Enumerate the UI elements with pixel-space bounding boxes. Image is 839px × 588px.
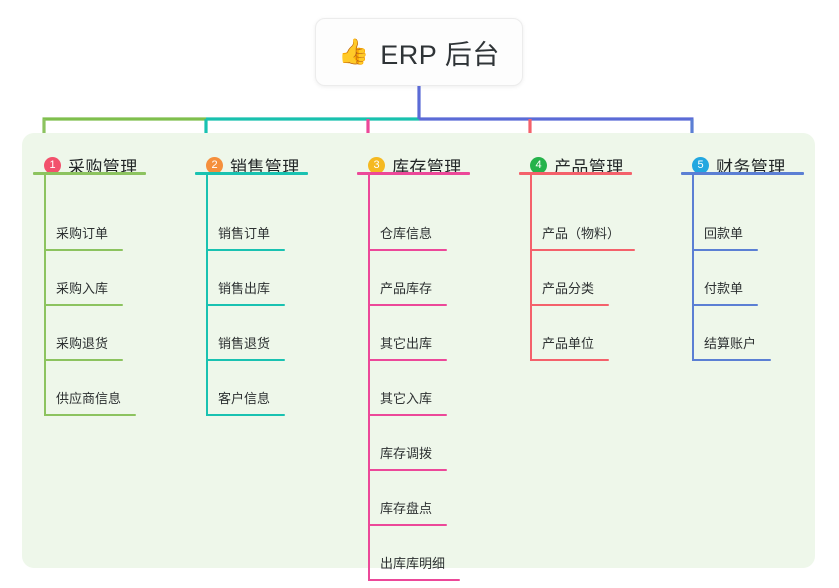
- number-badge-4: 4: [530, 156, 547, 174]
- leaf-item-label: 销售退货: [218, 336, 271, 351]
- leaf-item-label: 付款单: [704, 281, 744, 296]
- leaf-item[interactable]: 产品库存: [368, 251, 447, 306]
- leaf-item-underline: [692, 304, 758, 306]
- leaf-item[interactable]: 采购退货: [44, 306, 123, 361]
- column-title-3: 库存管理: [392, 157, 462, 177]
- leaf-item-underline: [368, 249, 447, 251]
- leaf-item-underline: [206, 304, 285, 306]
- leaf-item-underline: [44, 249, 123, 251]
- leaf-item[interactable]: 产品（物料）: [530, 196, 635, 251]
- leaf-item-underline: [692, 249, 758, 251]
- column-header-1[interactable]: 1 采购管理: [33, 150, 138, 180]
- leaf-item[interactable]: 库存调拨: [368, 416, 447, 471]
- leaf-item-label: 采购订单: [56, 226, 109, 241]
- leaf-item-underline: [368, 579, 460, 581]
- leaf-item-label: 结算账户: [704, 336, 757, 351]
- leaf-item-label: 产品库存: [380, 281, 433, 296]
- column-spine-5: [692, 172, 694, 361]
- column-3: 3 库存管理仓库信息产品库存其它出库其它入库库存调拨库存盘点出库库明细: [357, 133, 470, 581]
- leaf-item[interactable]: 采购入库: [44, 251, 123, 306]
- leaf-item-underline: [530, 304, 609, 306]
- leaf-item-underline: [44, 359, 123, 361]
- root-node-label: ERP 后台: [380, 39, 500, 70]
- column-title-5: 财务管理: [716, 157, 786, 177]
- column-underline-1: [33, 172, 146, 175]
- leaf-item[interactable]: 客户信息: [206, 361, 285, 416]
- leaf-item-label: 回款单: [704, 226, 744, 241]
- leaf-item-label: 库存调拨: [380, 446, 433, 461]
- leaf-item-label: 采购入库: [56, 281, 109, 296]
- leaf-item[interactable]: 产品单位: [530, 306, 609, 361]
- leaf-item-underline: [44, 414, 136, 416]
- column-header-3[interactable]: 3 库存管理: [357, 150, 462, 180]
- leaf-item-label: 其它出库: [380, 336, 433, 351]
- column-4: 4 产品管理产品（物料） 产品分类产品单位: [519, 133, 635, 361]
- leaf-item-label: 产品（物料）: [542, 226, 621, 241]
- leaf-item-underline: [368, 304, 447, 306]
- leaf-item[interactable]: 回款单: [692, 196, 758, 251]
- leaf-item-label: 销售出库: [218, 281, 271, 296]
- leaf-item[interactable]: 销售退货: [206, 306, 285, 361]
- leaf-item[interactable]: 付款单: [692, 251, 758, 306]
- column-5: 5 财务管理回款单付款单结算账户: [681, 133, 804, 361]
- leaf-item-label: 出库库明细: [380, 556, 446, 571]
- column-underline-5: [681, 172, 804, 175]
- thumbs-up-icon: 👍: [338, 37, 370, 66]
- leaf-item[interactable]: 其它入库: [368, 361, 447, 416]
- leaf-item[interactable]: 采购订单: [44, 196, 123, 251]
- column-2: 2 销售管理销售订单销售出库销售退货客户信息: [195, 133, 308, 416]
- leaf-item-label: 采购退货: [56, 336, 109, 351]
- number-badge-1: 1: [44, 156, 61, 174]
- column-underline-3: [357, 172, 470, 175]
- leaf-item-underline: [530, 359, 609, 361]
- column-header-4[interactable]: 4 产品管理: [519, 150, 624, 180]
- column-title-2: 销售管理: [230, 157, 300, 177]
- leaf-item[interactable]: 销售订单: [206, 196, 285, 251]
- leaf-item-label: 客户信息: [218, 391, 271, 406]
- root-node-content: 👍 ERP 后台: [338, 33, 500, 72]
- leaf-item[interactable]: 库存盘点: [368, 471, 447, 526]
- leaf-item-underline: [44, 304, 123, 306]
- leaf-item[interactable]: 产品分类: [530, 251, 609, 306]
- leaf-item[interactable]: 结算账户: [692, 306, 771, 361]
- leaf-item-label: 供应商信息: [56, 391, 122, 406]
- leaf-item-underline: [692, 359, 771, 361]
- column-title-1: 采购管理: [68, 157, 138, 177]
- column-underline-2: [195, 172, 308, 175]
- column-title-4: 产品管理: [554, 157, 624, 177]
- leaf-item-label: 产品单位: [542, 336, 595, 351]
- leaf-item-label: 其它入库: [380, 391, 433, 406]
- leaf-item[interactable]: 供应商信息: [44, 361, 136, 416]
- leaf-item-underline: [368, 469, 447, 471]
- leaf-item-label: 仓库信息: [380, 226, 433, 241]
- leaf-item[interactable]: 仓库信息: [368, 196, 447, 251]
- column-spine-1: [44, 172, 46, 416]
- leaf-item-underline: [206, 249, 285, 251]
- column-underline-4: [519, 172, 632, 175]
- leaf-item-underline: [206, 414, 285, 416]
- number-badge-5: 5: [692, 156, 709, 174]
- leaf-item[interactable]: 其它出库: [368, 306, 447, 361]
- leaf-item-underline: [206, 359, 285, 361]
- root-node[interactable]: 👍 ERP 后台: [315, 18, 523, 86]
- leaf-item-label: 库存盘点: [380, 501, 433, 516]
- diagram-panel: [22, 133, 815, 568]
- leaf-item[interactable]: 出库库明细: [368, 526, 460, 581]
- leaf-item-underline: [368, 359, 447, 361]
- leaf-item-underline: [368, 524, 447, 526]
- column-spine-4: [530, 172, 532, 361]
- column-spine-3: [368, 172, 370, 581]
- column-header-5[interactable]: 5 财务管理: [681, 150, 786, 180]
- leaf-item-underline: [368, 414, 447, 416]
- number-badge-2: 2: [206, 156, 223, 174]
- number-badge-3: 3: [368, 156, 385, 174]
- leaf-item-label: 销售订单: [218, 226, 271, 241]
- leaf-item-underline: [530, 249, 635, 251]
- column-spine-2: [206, 172, 208, 416]
- leaf-item[interactable]: 销售出库: [206, 251, 285, 306]
- column-1: 1 采购管理采购订单采购入库采购退货供应商信息: [33, 133, 146, 416]
- column-header-2[interactable]: 2 销售管理: [195, 150, 300, 180]
- leaf-item-label: 产品分类: [542, 281, 595, 296]
